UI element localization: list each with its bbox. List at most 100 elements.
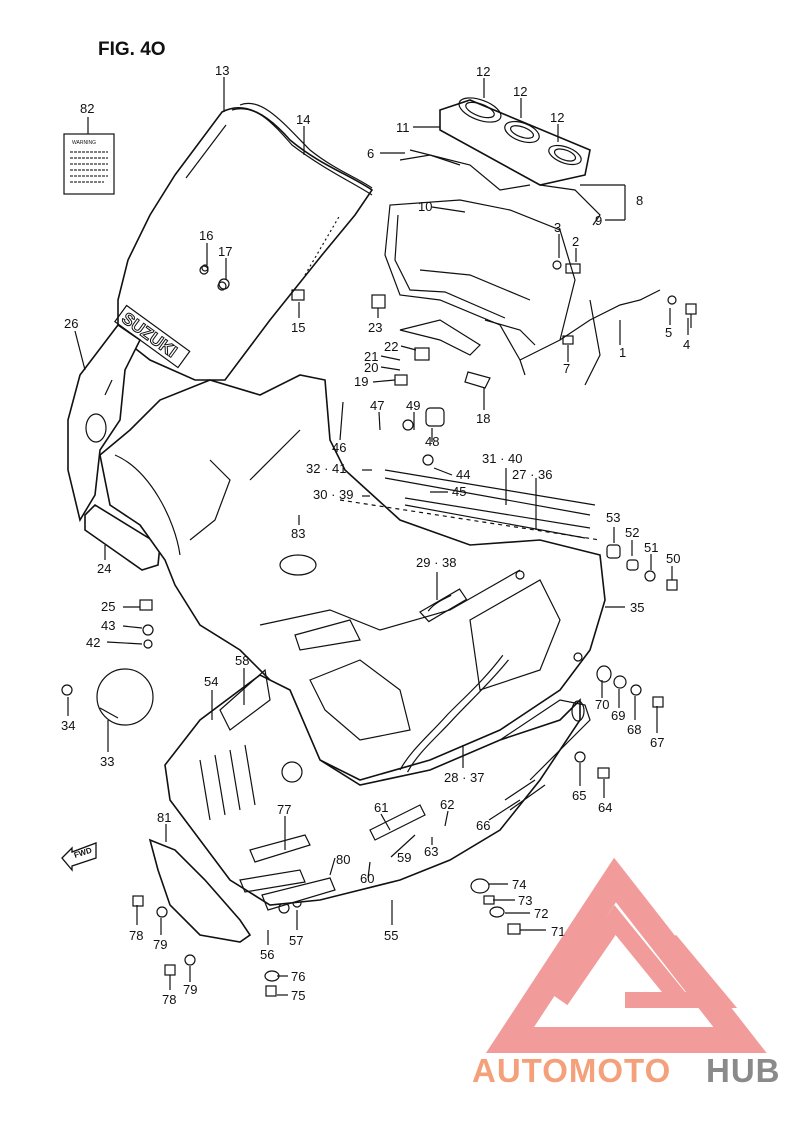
callout-23: 23 [368, 320, 382, 335]
callout-68: 68 [627, 722, 641, 737]
callout-17: 17 [218, 244, 232, 259]
callout-31-40: 31 · 40 [482, 451, 522, 466]
screen-trim [239, 102, 373, 189]
callout-57: 57 [289, 933, 303, 948]
watermark-text: AUTOMOTO HUB [472, 1052, 781, 1089]
callout-78: 78 [162, 992, 176, 1007]
callout-55: 55 [384, 928, 398, 943]
windscreen: SUZUKI [114, 107, 374, 381]
watermark-text-secondary: HUB [706, 1052, 781, 1089]
callout-11: 11 [396, 120, 410, 135]
callout-58: 58 [235, 653, 249, 668]
callout-63: 63 [424, 844, 438, 859]
callout-14: 14 [296, 112, 310, 127]
round-cap [96, 668, 154, 726]
brackets [219, 668, 426, 911]
warning-label-text: WARNING [72, 140, 96, 146]
model-decal [419, 588, 468, 623]
watermark-logo [485, 857, 767, 1053]
callout-70: 70 [595, 697, 609, 712]
callout-22: 22 [384, 339, 398, 354]
lower-cowling [164, 674, 591, 906]
callout-81: 81 [157, 810, 171, 825]
callout-54: 54 [204, 674, 218, 689]
callout-65: 65 [572, 788, 586, 803]
callout-64: 64 [598, 800, 612, 815]
side-trim-strips [384, 469, 596, 539]
callout-80: 80 [336, 852, 350, 867]
callout-7: 7 [563, 361, 570, 376]
callout-1: 1 [619, 345, 626, 360]
callout-numbers: 13 14 82 12 12 12 11 6 8 10 9 3 2 16 17 … [61, 63, 690, 1007]
callout-18: 18 [476, 411, 490, 426]
callout-5: 5 [665, 325, 672, 340]
callout-2: 2 [572, 234, 579, 249]
callout-25: 25 [101, 599, 115, 614]
callout-79: 79 [183, 982, 197, 997]
callout-43: 43 [101, 618, 115, 633]
callout-83: 83 [291, 526, 305, 541]
callout-3: 3 [554, 220, 561, 235]
callout-79: 79 [153, 937, 167, 952]
callout-60: 60 [360, 871, 374, 886]
callout-9: 9 [595, 213, 602, 228]
callout-27-36: 27 · 36 [512, 467, 552, 482]
air-duct [84, 503, 161, 571]
callout-10: 10 [418, 199, 432, 214]
callout-74: 74 [512, 877, 526, 892]
callout-62: 62 [440, 797, 454, 812]
callout-50: 50 [666, 551, 680, 566]
callout-71: 71 [551, 924, 565, 939]
callout-12: 12 [513, 84, 527, 99]
callout-32-41: 32 · 41 [306, 461, 346, 476]
callout-35: 35 [630, 600, 644, 615]
callout-45: 45 [452, 484, 466, 499]
callout-6: 6 [367, 146, 374, 161]
callout-72: 72 [534, 906, 548, 921]
callout-82: 82 [80, 101, 94, 116]
callout-19: 19 [354, 374, 368, 389]
callout-24: 24 [97, 561, 111, 576]
callout-21: 21 [364, 349, 378, 364]
callout-51: 51 [644, 540, 658, 555]
callout-73: 73 [518, 893, 532, 908]
callout-48: 48 [425, 434, 439, 449]
callout-61: 61 [374, 800, 388, 815]
callout-34: 34 [61, 718, 75, 733]
figure-title: FIG. 4O [98, 39, 166, 60]
callout-76: 76 [291, 969, 305, 984]
callout-29-38: 29 · 38 [416, 555, 456, 570]
watermark-text-primary: AUTOMOTO [472, 1052, 671, 1089]
callout-49: 49 [406, 398, 420, 413]
callout-33: 33 [100, 754, 114, 769]
callout-12: 12 [476, 64, 490, 79]
callout-44: 44 [456, 467, 470, 482]
callout-30-39: 30 · 39 [313, 487, 353, 502]
katana-decal [399, 654, 509, 773]
callout-66: 66 [476, 818, 490, 833]
leader-lines [67, 77, 689, 996]
callout-46: 46 [332, 440, 346, 455]
inner-cover [67, 323, 142, 523]
callout-16: 16 [199, 228, 213, 243]
callout-78: 78 [129, 928, 143, 943]
callout-28-37: 28 · 37 [444, 770, 484, 785]
callout-12: 12 [550, 110, 564, 125]
callout-52: 52 [625, 525, 639, 540]
callout-20: 20 [364, 360, 378, 375]
callout-59: 59 [397, 850, 411, 865]
lower-panel [148, 838, 252, 943]
callout-69: 69 [611, 708, 625, 723]
callout-53: 53 [606, 510, 620, 525]
callout-67: 67 [650, 735, 664, 750]
callout-4: 4 [683, 337, 690, 352]
cowling-brace [384, 149, 661, 386]
callout-15: 15 [291, 320, 305, 335]
callout-13: 13 [215, 63, 229, 78]
forward-arrow-icon: FWD [61, 842, 97, 872]
callout-42: 42 [86, 635, 100, 650]
upper-cowling [99, 374, 606, 781]
callout-56: 56 [260, 947, 274, 962]
